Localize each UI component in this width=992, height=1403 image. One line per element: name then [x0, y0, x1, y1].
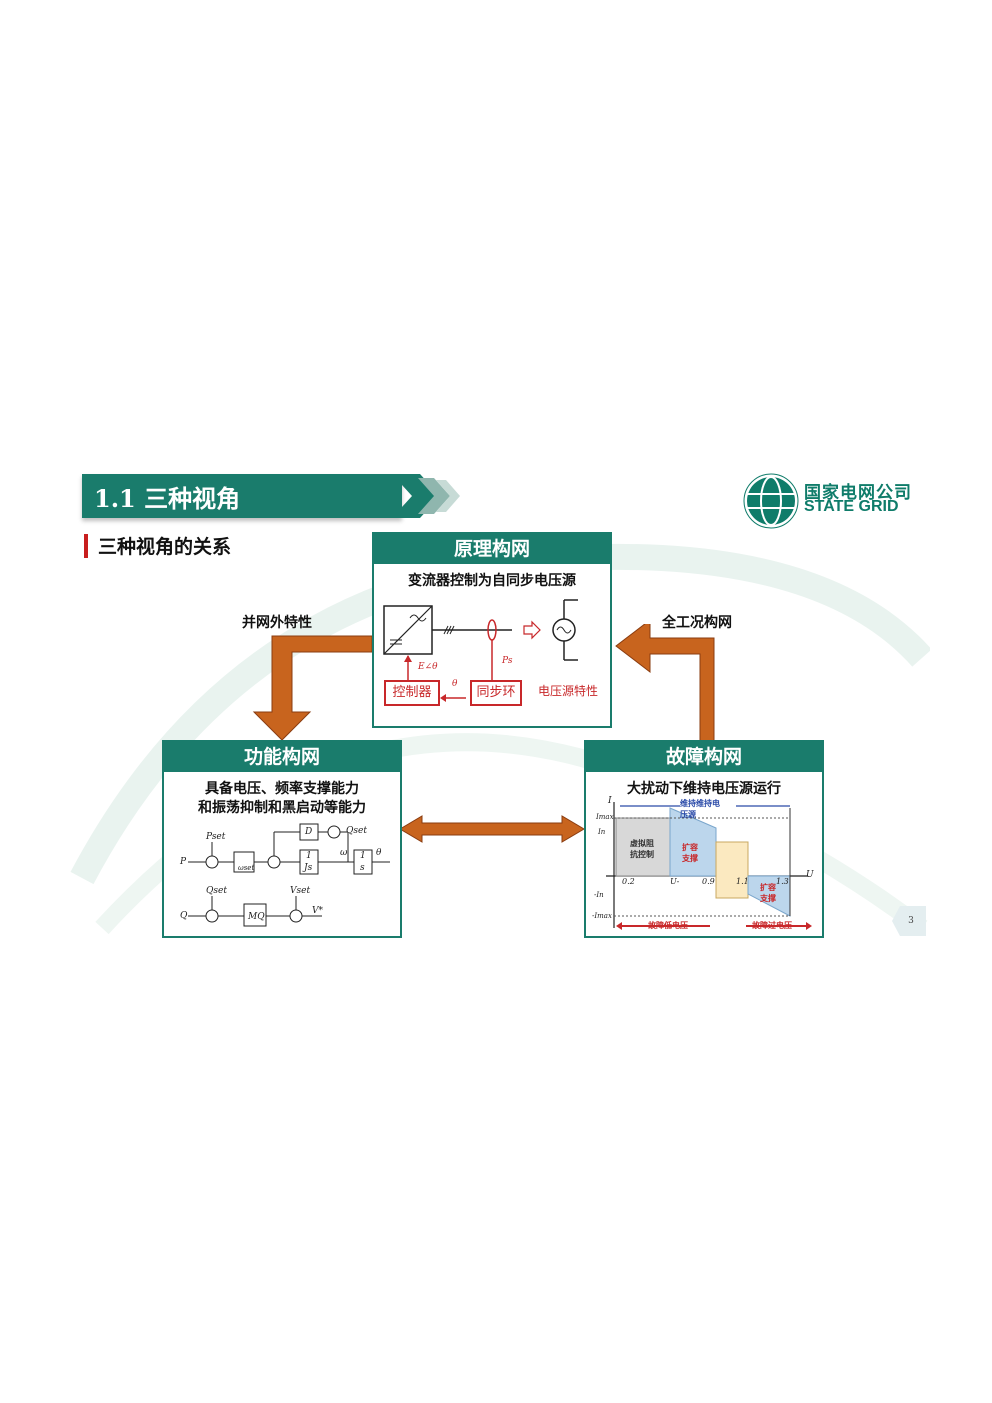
imax-label: Imax: [596, 813, 614, 821]
logo-english: STATE GRID: [804, 498, 899, 515]
d-label: D: [305, 827, 313, 837]
p-set-label: Pset: [206, 832, 226, 842]
q-set-lower-label: Qset: [206, 886, 227, 896]
section-title: 三种视角的关系: [98, 536, 232, 558]
u-axis-label: U: [806, 870, 814, 880]
right-arrow: [615, 624, 715, 748]
tick-1-3: 1.3: [776, 877, 789, 886]
section-marker: [84, 534, 88, 558]
function-block-diagram: [188, 823, 390, 927]
fault-heading: 故障构网: [586, 742, 822, 772]
v-output-label: V*: [312, 906, 323, 916]
theta-output-label: θ: [376, 848, 382, 858]
function-line2: 和振荡抑制和黑启动等能力: [198, 800, 366, 816]
principle-subtitle: 变流器控制为自同步电压源: [408, 573, 576, 589]
right-arrow-label: 全工况构网: [662, 615, 732, 631]
one-label: 1: [306, 851, 312, 861]
region-expand-1: 扩容支撑: [682, 843, 698, 863]
region-virtual-impedance: 虚拟阻抗控制: [630, 839, 654, 859]
principle-box: 原理构网 变流器控制为自同步电压源 控制器 同步环 E∠θ θ Ps 电: [372, 532, 612, 728]
slide: 1.1 三种视角 三种视角的关系 国家电网公司 STATE GRID 原理构网 …: [62, 458, 930, 948]
page-title: 1.1 三种视角: [94, 484, 241, 513]
page-number-badge: [892, 906, 926, 936]
voltage-source-label: 电压源特性: [538, 684, 599, 698]
double-arrow: [399, 815, 585, 843]
omega-set-label: ωset: [238, 864, 255, 872]
ps-label: Ps: [502, 656, 513, 666]
i-axis-label: I: [608, 796, 612, 806]
left-arrow: [252, 635, 372, 741]
v-set-label: Vset: [290, 886, 311, 896]
logo-chinese: 国家电网公司: [804, 483, 912, 503]
neg-imax-label: -Imax: [592, 912, 612, 920]
omega-label: ω: [340, 848, 348, 858]
neg-in-label: -In: [594, 891, 604, 899]
function-box: 功能构网 具备电压、频率支撑能力 和振荡抑制和黑启动等能力 Pset P ωse…: [162, 740, 402, 938]
region-expand-2: 扩容支撑: [760, 883, 776, 903]
tick-0-2: 0.2: [622, 877, 635, 886]
s-label: s: [360, 863, 365, 873]
title-banner: 1.1 三种视角: [82, 474, 402, 518]
js-label: Js: [304, 863, 313, 873]
page-number: 3: [908, 916, 914, 926]
principle-diagram: [383, 599, 578, 702]
q-set-label: Qset: [346, 826, 367, 836]
sync-loop-block: 同步环: [470, 680, 522, 706]
low-voltage-label: 故障低电压: [648, 921, 688, 930]
principle-heading: 原理构网: [374, 534, 610, 564]
tick-0-9: 0.9: [702, 877, 715, 886]
q-label: Q: [180, 911, 188, 921]
fault-box: 故障构网 大扰动下维持电压源运行 I U Imax In -In -Imax 0…: [584, 740, 824, 938]
function-heading: 功能构网: [164, 742, 400, 772]
tick-1-1: 1.1: [736, 877, 749, 886]
in-label: In: [598, 828, 606, 836]
maintain-label: 维持维持电压源: [680, 799, 720, 819]
fault-subtitle: 大扰动下维持电压源运行: [627, 781, 781, 797]
function-line1: 具备电压、频率支撑能力: [205, 781, 359, 797]
p-label: P: [180, 857, 187, 867]
fault-chart: [606, 802, 812, 930]
mq-label: MQ: [248, 912, 265, 922]
theta-label: θ: [452, 679, 458, 689]
controller-block: 控制器: [384, 680, 440, 706]
tick-u: U-: [670, 877, 680, 886]
chevron-icon: [392, 474, 460, 518]
over-voltage-label: 故障过电压: [752, 921, 792, 930]
one-over-s-numerator: 1: [360, 851, 366, 861]
state-grid-globe-icon: [743, 473, 799, 529]
left-arrow-label: 并网外特性: [242, 615, 312, 631]
e-theta-label: E∠θ: [418, 662, 438, 672]
